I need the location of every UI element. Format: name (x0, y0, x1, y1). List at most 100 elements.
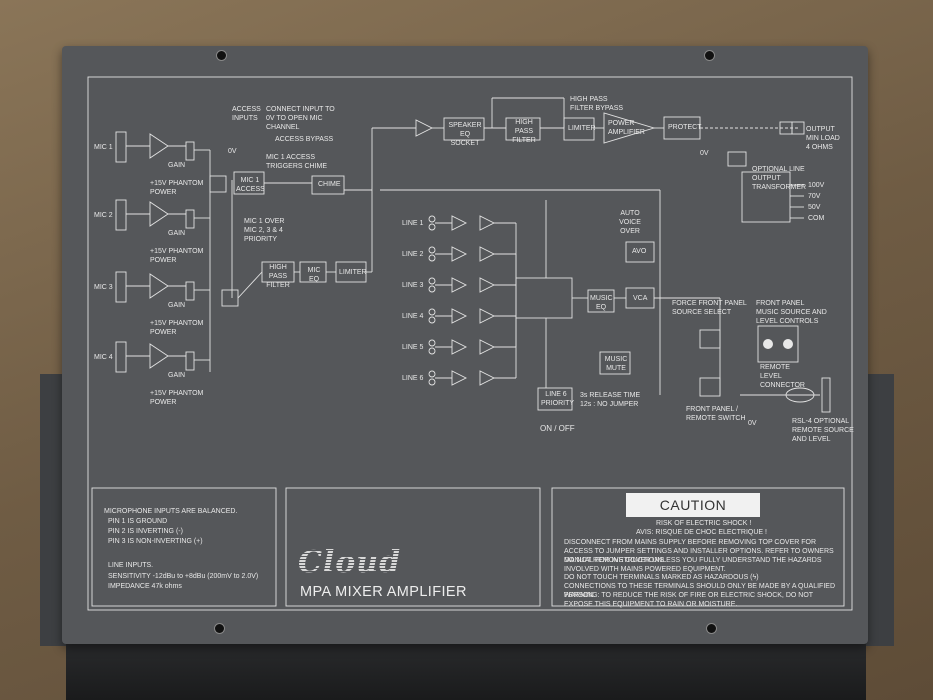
front-panel-edge (66, 640, 866, 700)
hpf-bypass-label: HIGH PASS FILTER BYPASS (570, 96, 624, 112)
line-label: LINE 3 (402, 282, 424, 289)
access-inputs-label: ACCESS INPUTS (232, 106, 261, 122)
line-channel (428, 215, 517, 298)
tap-label: 50V (808, 204, 821, 211)
pin-text: PIN 3 IS NON-INVERTING (+) (108, 538, 203, 545)
front-panel-controls (757, 325, 799, 363)
line6-priority-block (537, 387, 573, 411)
line-label: LINE 5 (402, 344, 424, 351)
caution-box (551, 487, 845, 607)
speaker-eq-block (443, 117, 485, 141)
phantom-label: +15V PHANTOM POWER (150, 248, 204, 264)
gain-label: GAIN (168, 302, 186, 309)
power-amp-label: POWER AMPLIFIER (608, 120, 645, 136)
high-pass-block (505, 117, 541, 141)
force-front-panel-label: FORCE FRONT PANEL SOURCE SELECT (672, 300, 747, 316)
line-channel (428, 298, 517, 386)
mic-label: MIC 3 (94, 284, 113, 291)
mic-info-box (91, 487, 277, 607)
pin-text: PIN 2 IS INVERTING (-) (108, 528, 183, 535)
high-pass-label: HIGH PASS FILTER (512, 119, 536, 144)
mic-channel (115, 271, 210, 303)
front-panel-controls-label: FRONT PANEL MUSIC SOURCE AND LEVEL CONTR… (756, 300, 827, 325)
line6-priority-label: LINE 6 PRIORITY (541, 391, 575, 407)
remote-level-label: REMOTE LEVEL CONNECTOR (760, 364, 805, 389)
warning-text: WARNING: TO REDUCE THE RISK OF FIRE OR E… (564, 592, 813, 608)
screw-icon (707, 624, 716, 633)
mic-label: MIC 1 (94, 144, 113, 151)
gain-label: GAIN (168, 372, 186, 379)
tap-label: COM (808, 215, 825, 222)
phantom-label: +15V PHANTOM POWER (150, 390, 204, 406)
limiter-label: LIMITER (339, 269, 367, 276)
model-name: MPA MIXER AMPLIFIER (300, 584, 467, 600)
on-off-label: ON / OFF (540, 424, 575, 433)
gain-label: GAIN (168, 162, 186, 169)
output-label: OUTPUT MIN LOAD 4 OHMS (806, 126, 840, 151)
transformer-box (741, 171, 791, 223)
screw-icon (705, 51, 714, 60)
rsl4-label: RSL-4 OPTIONAL REMOTE SOURCE AND LEVEL (792, 418, 854, 443)
limiter2-block (563, 117, 595, 141)
mic1-access-label: MIC 1 ACCESS (236, 177, 265, 193)
shock-text: RISK OF ELECTRIC SHOCK ! (656, 520, 752, 527)
line-channel (428, 298, 517, 355)
brand-box (285, 487, 541, 607)
caution-paragraph: CONNECTIONS TO THESE TERMINALS SHOULD ON… (564, 583, 835, 599)
hpf-label: HIGH PASS FILTER (266, 264, 290, 289)
phantom-label: +15V PHANTOM POWER (150, 320, 204, 336)
zero-volt-label: 0V (748, 420, 757, 427)
line-label: LINE 1 (402, 220, 424, 227)
limiter2-label: LIMITER (568, 125, 596, 132)
music-mute-block (599, 351, 631, 375)
cloud-logo: Cloud (298, 545, 402, 580)
phantom-label: +15V PHANTOM POWER (150, 180, 204, 196)
mic-channel (115, 131, 210, 163)
line-label: LINE 4 (402, 313, 424, 320)
mic-label: MIC 2 (94, 212, 113, 219)
source-switch (515, 277, 573, 319)
mic1-chime-label: MIC 1 ACCESS TRIGGERS CHIME (266, 154, 328, 170)
chime-block (311, 175, 345, 195)
pin-text: PIN 1 IS GROUND (108, 518, 168, 525)
line-label: LINE 2 (402, 251, 424, 258)
music-mute-label: MUSIC MUTE (604, 356, 628, 372)
caution-title: CAUTION (626, 493, 760, 517)
mic-label: MIC 4 (94, 354, 113, 361)
mic1-priority-label: MIC 1 OVER MIC 2, 3 & 4 PRIORITY (244, 218, 285, 243)
mic-channel (115, 199, 210, 231)
protect-label: PROTECT (668, 124, 702, 131)
zero-volt-label: 0V (700, 150, 709, 157)
line-channel (428, 246, 517, 298)
tap-label: 70V (808, 193, 821, 200)
music-eq-block (587, 289, 615, 313)
avo-block (625, 241, 655, 263)
mic-eq-label: MIC EQ (307, 267, 321, 283)
amplifier-chassis (62, 46, 868, 644)
music-eq-label: MUSIC EQ (590, 295, 613, 311)
sensitivity-text: SENSITIVITY -12dBu to +8dBu (200mV to 2.… (108, 573, 259, 580)
transformer-label: OPTIONAL LINE OUTPUT TRANSFORMER (752, 166, 807, 191)
line-channel (428, 277, 517, 298)
line-label: LINE 6 (402, 375, 424, 382)
screw-icon (215, 624, 224, 633)
gain-label: GAIN (168, 230, 186, 237)
access-bypass-label: ACCESS BYPASS (275, 136, 334, 143)
chime-label: CHIME (318, 181, 341, 188)
mic-channel (115, 341, 210, 373)
vca-label: VCA (633, 295, 648, 302)
release-time-label: 3s RELEASE TIME 12s : NO JUMPER (580, 392, 641, 408)
front-remote-switch-label: FRONT PANEL / REMOTE SWITCH (686, 406, 746, 422)
screw-icon (217, 51, 226, 60)
avis-text: AVIS: RISQUE DE CHOC ELECTRIQUE ! (636, 529, 767, 536)
auto-voice-over-label: AUTO VOICE OVER (619, 210, 641, 235)
impedance-text: IMPEDANCE 47k ohms (108, 583, 182, 590)
tap-label: 100V (808, 182, 825, 189)
caution-paragraph: DO NOT TOUCH TERMINALS MARKED AS HAZARDO… (564, 574, 759, 581)
speaker-eq-label: SPEAKER EQ SOCKET (448, 122, 482, 147)
mic-info-title: MICROPHONE INPUTS ARE BALANCED. (104, 508, 238, 515)
caution-paragraph: DO NOT REMOVE COVER UNLESS YOU FULLY UND… (564, 557, 822, 573)
zero-volt-label: 0V (228, 148, 237, 155)
avo-label: AVO (632, 248, 647, 255)
caution-paragraph: DISCONNECT FROM MAINS SUPPLY BEFORE REMO… (564, 539, 834, 564)
